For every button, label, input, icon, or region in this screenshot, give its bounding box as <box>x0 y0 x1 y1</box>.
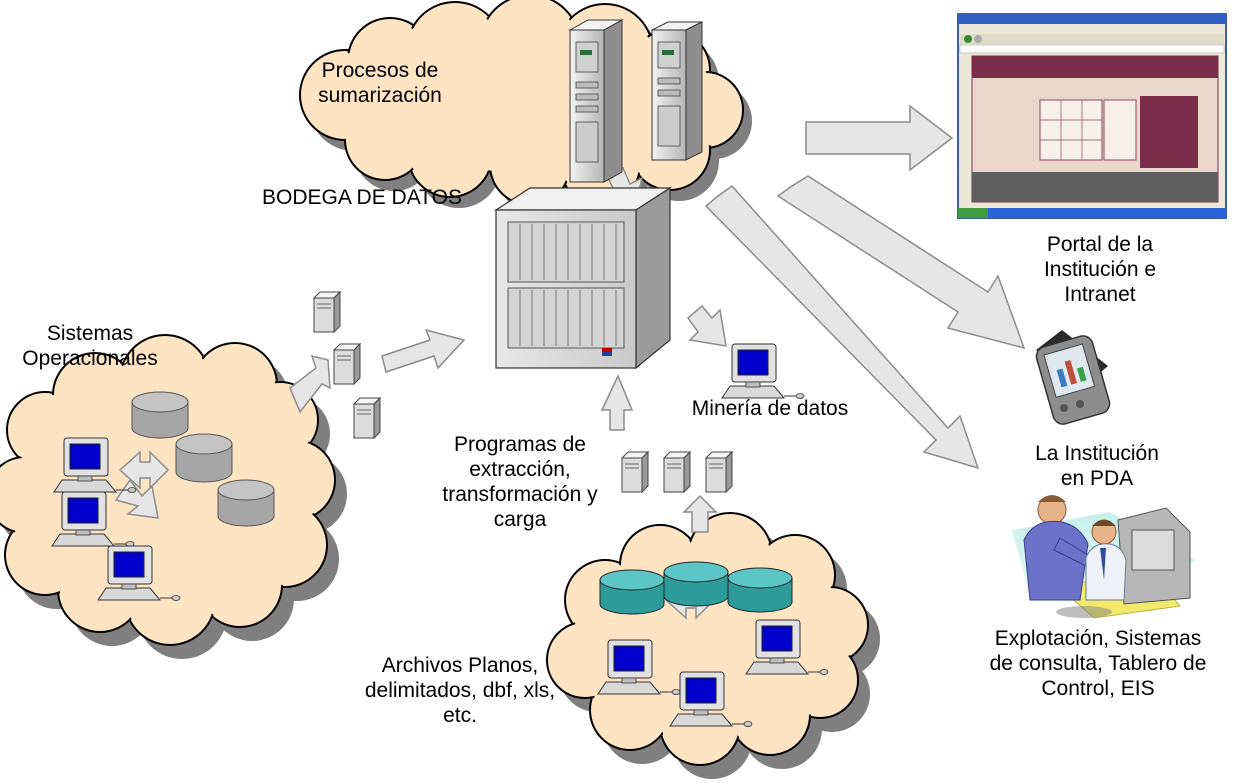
arrow-operational-to-servers <box>289 354 331 414</box>
label-summarization: Procesos de sumarización <box>318 59 442 107</box>
label-exploitation: Explotación, Sistemas de consulta, Table… <box>989 627 1207 700</box>
label-portal: Portal de la Institución e Intranet <box>1043 233 1157 306</box>
mainframe-icon <box>493 186 673 370</box>
arrow-db-loop-operational <box>118 450 170 490</box>
arrow-to-portal <box>805 104 954 172</box>
arrow-files-to-servers <box>682 494 718 533</box>
small-server-icon <box>705 451 733 493</box>
label-flat-files: Archivos Planos, delimitados, dbf, xls, … <box>364 654 556 727</box>
database-cylinder-icon <box>599 569 665 615</box>
workstation-icon <box>721 343 805 399</box>
label-etl: Programas de extracción, transformación … <box>442 433 598 531</box>
cloud-flat-files <box>546 512 880 779</box>
arrow-to-intranet <box>776 175 1026 350</box>
server-tower-icon <box>651 21 703 161</box>
browser-window-icon <box>957 13 1227 219</box>
arrow-to-pda <box>704 184 980 470</box>
database-cylinder-icon <box>663 561 729 607</box>
database-cylinder-icon <box>217 479 275 527</box>
arrow-etl-to-warehouse <box>600 374 634 431</box>
business-people-icon <box>1012 495 1196 619</box>
label-warehouse: BODEGA DE DATOS <box>262 186 462 209</box>
label-operational: Sistemas Operacionales <box>22 322 158 370</box>
label-mining: Minería de datos <box>691 397 849 420</box>
arrow-small-servers-to-warehouse <box>381 328 466 373</box>
server-tower-icon <box>568 19 624 183</box>
database-cylinder-icon <box>175 433 233 483</box>
small-server-icon <box>313 291 341 333</box>
database-cylinder-icon <box>131 391 189 439</box>
arrow-warehouse-to-mining <box>686 304 727 347</box>
pda-icon <box>1035 330 1111 425</box>
small-server-icon <box>621 451 649 493</box>
database-cylinder-icon <box>727 567 793 613</box>
label-pda: La Institución en PDA <box>1035 442 1159 490</box>
small-server-icon <box>333 343 361 385</box>
small-server-icon <box>353 397 381 439</box>
small-server-icon <box>663 451 691 493</box>
